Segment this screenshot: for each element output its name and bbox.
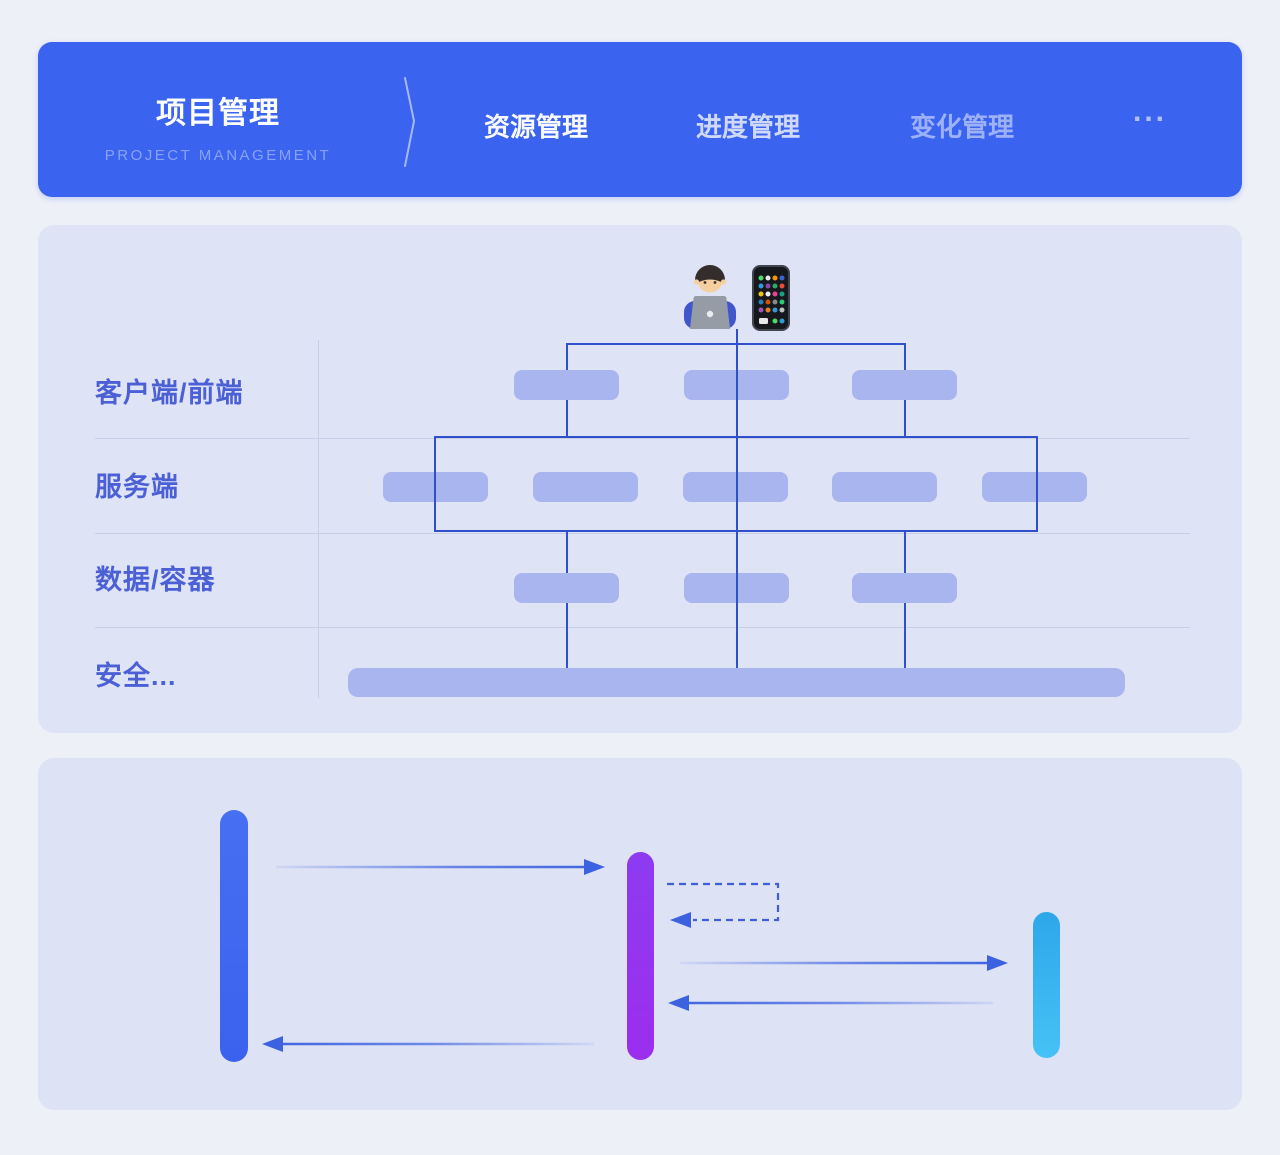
architecture-node [514, 573, 619, 603]
arrowhead-right-icon [987, 955, 1008, 971]
tab-divider-chevron-icon [404, 77, 415, 167]
tab-change-management[interactable]: 变化管理 [909, 112, 1014, 142]
self-loop-dashed-arrow [667, 882, 780, 922]
architecture-node [982, 472, 1087, 502]
architecture-node [852, 573, 957, 603]
architecture-node [683, 472, 788, 502]
tab-label: 项目管理 [156, 97, 280, 130]
header-tabbar: 项目管理 PROJECT MANAGEMENT 资源管理 进度管理 变化管理 .… [38, 42, 1242, 197]
tab-resource-management[interactable]: 资源管理 [483, 112, 588, 142]
architecture-node [852, 370, 957, 400]
tab-progress-management[interactable]: 进度管理 [695, 112, 800, 142]
architecture-node [684, 573, 789, 603]
row-label-data: 数据/容器 [95, 565, 216, 595]
architecture-node [533, 472, 638, 502]
row-separator [95, 533, 1190, 534]
row-separator [95, 627, 1190, 628]
arrowhead-left-icon [668, 995, 689, 1011]
sequence-panel [38, 758, 1242, 1110]
row-label-security: 安全... [95, 661, 177, 691]
row-label-server: 服务端 [95, 472, 179, 502]
tab-sublabel: PROJECT MANAGEMENT [104, 147, 332, 164]
architecture-node [684, 370, 789, 400]
label-column-separator [318, 340, 319, 698]
architecture-node [514, 370, 619, 400]
smartphone-icon [752, 265, 790, 331]
architecture-panel: 客户端/前端 服务端 数据/容器 安全... [38, 225, 1242, 733]
sequence-diagram [220, 810, 1060, 1062]
man-technologist-icon [684, 265, 736, 329]
arrowhead-right-icon [584, 859, 605, 875]
client-lifeline-bar [220, 810, 248, 1062]
security-layer-bar [348, 668, 1125, 697]
tab-project-management[interactable]: 项目管理 PROJECT MANAGEMENT [58, 88, 378, 164]
row-label-client: 客户端/前端 [95, 378, 244, 408]
architecture-node [383, 472, 488, 502]
architecture-node [832, 472, 937, 502]
tab-more[interactable]: ... [1132, 95, 1167, 128]
row-separator [95, 438, 1190, 439]
server-lifeline-bar [627, 852, 654, 1060]
arrowhead-left-icon [670, 912, 691, 928]
data-lifeline-bar [1033, 912, 1060, 1058]
arrowhead-left-icon [262, 1036, 283, 1052]
